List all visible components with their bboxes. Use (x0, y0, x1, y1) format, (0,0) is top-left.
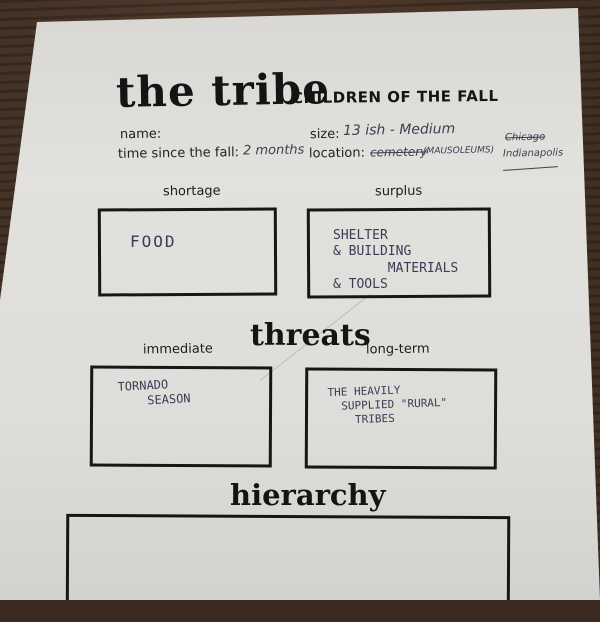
name-label: name: (119, 126, 162, 143)
surplus-label: surplus (374, 183, 423, 200)
longterm-label: long-term (365, 341, 430, 358)
hierarchy-heading: hierarchy (230, 478, 386, 512)
surplus-text: SHELTER & BUILDING MATERIALS & TOOLS (333, 228, 459, 292)
immediate-threat-text: TORNADO SEASON (117, 377, 191, 409)
location-label: location: (308, 145, 366, 162)
immediate-label: immediate (142, 341, 213, 358)
time-label: time since the fall: (117, 145, 240, 162)
worksheet-subtitle: CHILDREN OF THE FALL (291, 86, 499, 108)
longterm-threat-text: THE HEAVILY SUPPLIED "RURAL" TRIBES (327, 383, 448, 427)
location-struck-word: cemetery (369, 144, 428, 160)
location-value: (MAUSOLEUMS) (422, 145, 495, 157)
size-value: 13 ish - Medium (342, 121, 456, 139)
worksheet-paper: the tribe CHILDREN OF THE FALL name: tim… (0, 8, 600, 600)
location-city-underline (503, 166, 558, 171)
shortage-text: FOOD (130, 232, 177, 251)
location-city: Indianapolis (502, 147, 564, 160)
hierarchy-box (65, 513, 511, 600)
shortage-box (97, 207, 278, 297)
shortage-label: shortage (162, 183, 221, 200)
location-city-struck: Chicago (504, 131, 546, 144)
time-value: 2 months (242, 142, 305, 159)
threats-heading: threats (250, 318, 371, 353)
size-label: size: (309, 126, 340, 143)
